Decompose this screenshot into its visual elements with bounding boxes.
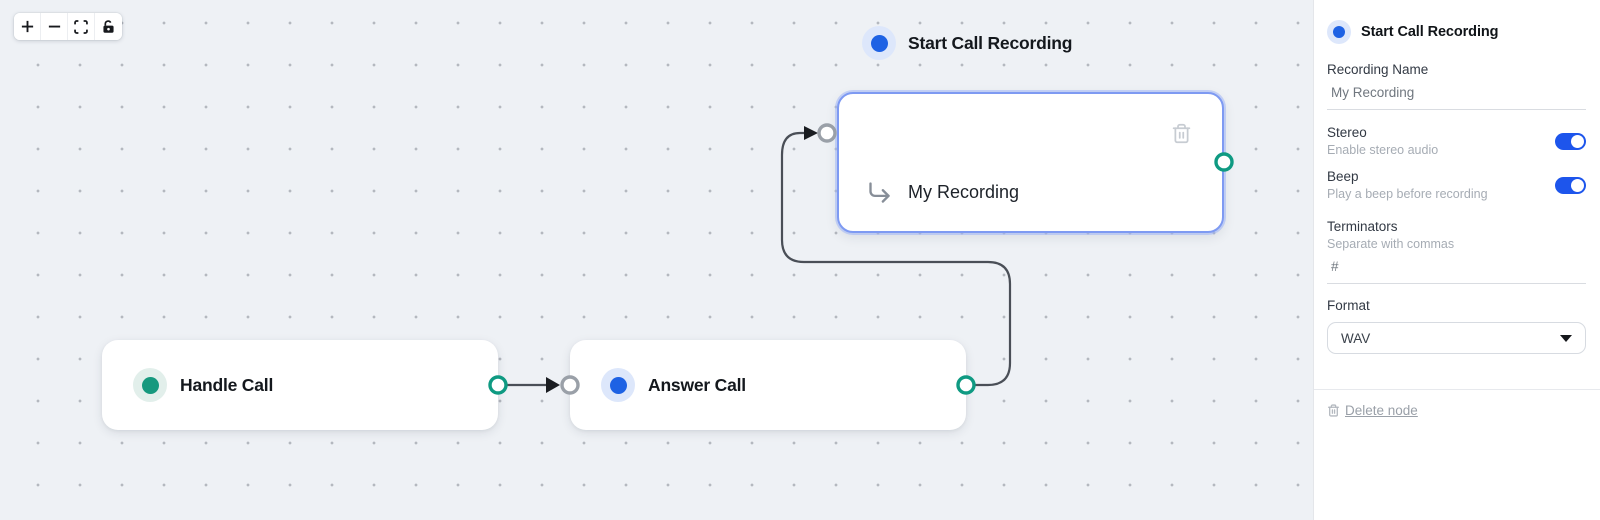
fit-view-icon	[74, 19, 88, 34]
recording-name-input[interactable]	[1327, 79, 1586, 110]
trash-icon[interactable]	[1171, 123, 1192, 144]
inspector-footer: Delete node	[1314, 389, 1600, 418]
node-subtitle: My Recording	[908, 181, 1020, 202]
stereo-toggle[interactable]	[1555, 133, 1586, 150]
node-handle-call[interactable]: Handle Call	[102, 340, 498, 430]
format-select[interactable]: WAV	[1327, 322, 1586, 354]
node-title: Start Call Recording	[908, 32, 1073, 53]
node-answer-call[interactable]: Answer Call	[570, 340, 966, 430]
zoom-in-button[interactable]	[14, 13, 41, 40]
terminators-label: Terminators	[1327, 219, 1398, 234]
format-value: WAV	[1341, 330, 1371, 346]
zoom-out-button[interactable]	[41, 13, 68, 40]
plus-icon	[20, 19, 35, 34]
beep-toggle[interactable]	[1555, 177, 1586, 194]
edge-arrowhead	[804, 126, 818, 140]
corner-down-right-icon	[866, 179, 893, 206]
recording-name-label: Recording Name	[1327, 62, 1429, 77]
chevron-down-icon	[1560, 334, 1572, 342]
beep-description: Play a beep before recording	[1327, 187, 1488, 201]
unlock-icon	[101, 19, 116, 34]
node-type-dot	[1327, 20, 1351, 44]
lock-toggle-button[interactable]	[95, 13, 122, 40]
delete-node-button[interactable]: Delete node	[1327, 403, 1586, 418]
fit-view-button[interactable]	[68, 13, 95, 40]
format-label: Format	[1327, 298, 1370, 313]
edge-arrowhead	[546, 377, 560, 393]
terminators-description: Separate with commas	[1327, 237, 1455, 251]
beep-label: Beep	[1327, 169, 1359, 184]
node-start-call-recording[interactable]: Start Call Recording My Recording	[837, 26, 1224, 233]
node-title: Answer Call	[648, 374, 746, 395]
flow-canvas[interactable]: Handle Call Answer Call Start Call Recor…	[0, 0, 1313, 520]
terminators-input[interactable]	[1327, 253, 1586, 284]
edge-answer-to-recording[interactable]	[780, 131, 1012, 387]
inspector-title: Start Call Recording	[1361, 24, 1499, 40]
stereo-description: Enable stereo audio	[1327, 143, 1439, 157]
node-type-dot	[133, 368, 167, 402]
inspector-header: Start Call Recording	[1327, 20, 1586, 44]
delete-node-label: Delete node	[1345, 403, 1418, 418]
minus-icon	[47, 19, 62, 34]
node-title: Handle Call	[180, 374, 274, 395]
canvas-controls	[14, 13, 122, 40]
trash-icon	[1327, 404, 1340, 417]
node-type-dot	[601, 368, 635, 402]
edge-layer	[498, 126, 1012, 393]
stereo-label: Stereo	[1327, 125, 1367, 140]
inspector-panel: Start Call Recording Recording Name Ster…	[1313, 0, 1600, 520]
node-type-dot	[862, 26, 896, 60]
